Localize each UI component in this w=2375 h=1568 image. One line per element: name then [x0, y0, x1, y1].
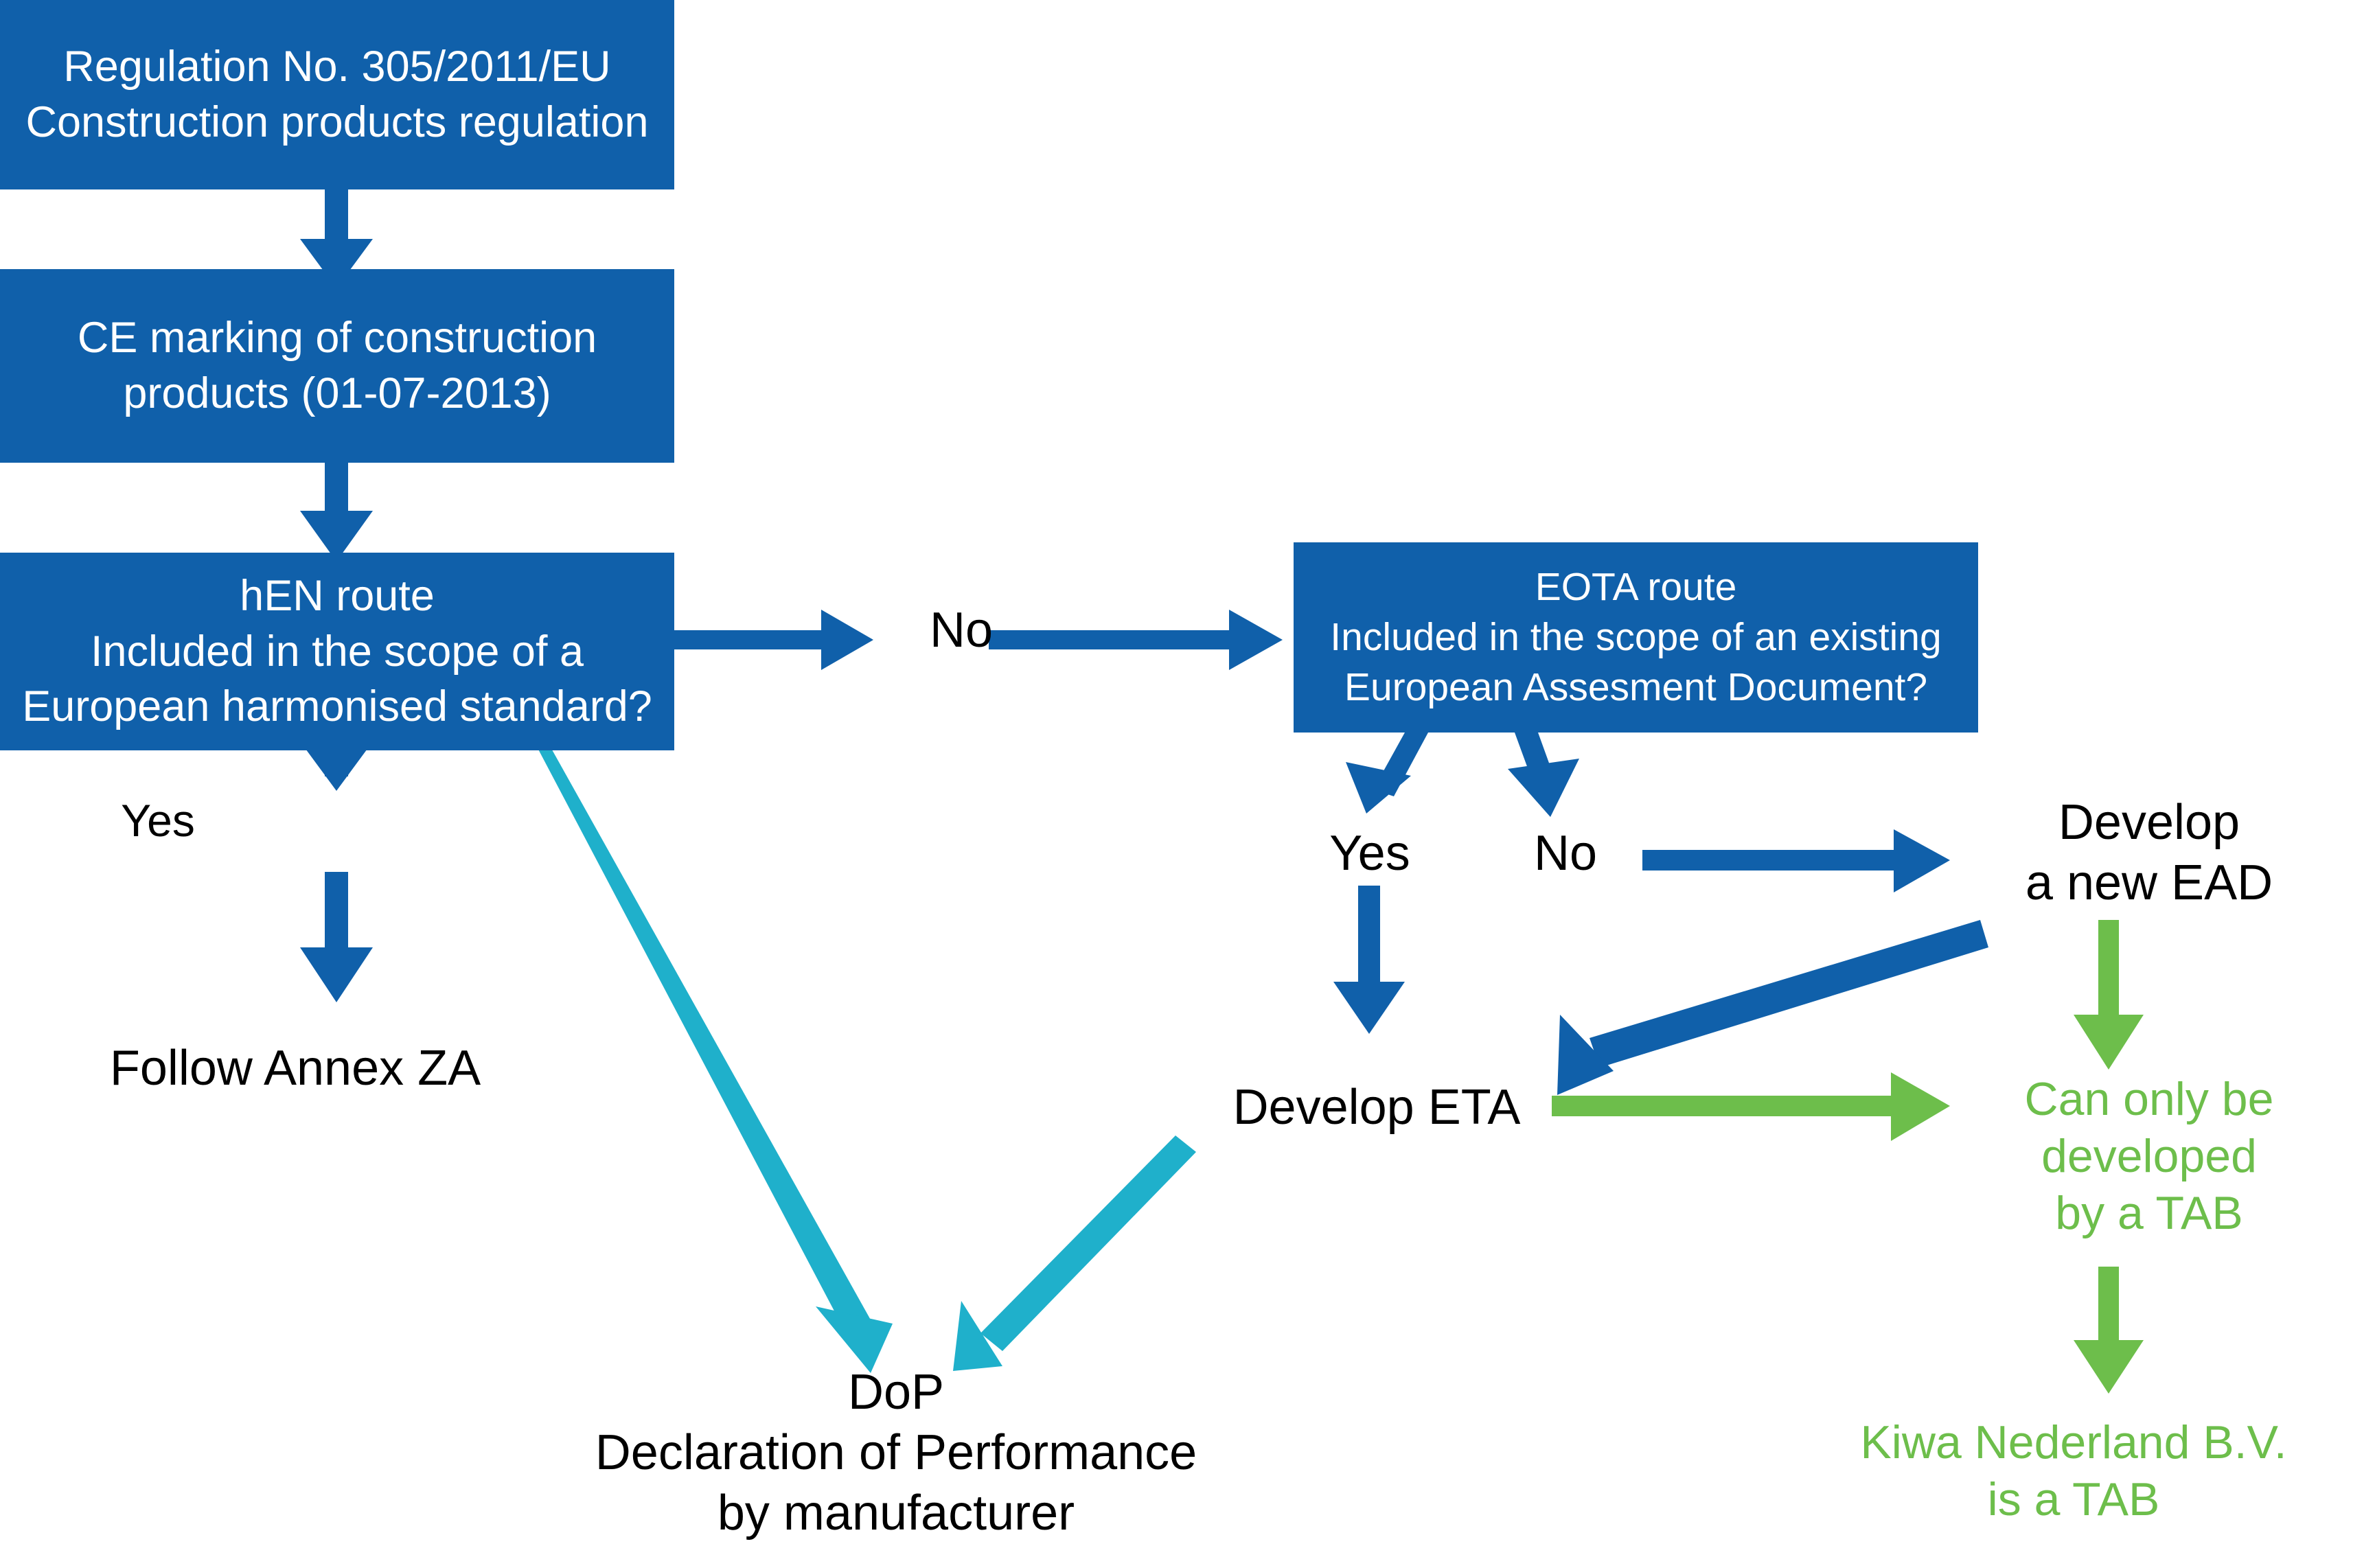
arrow-eota-route-to-no [1508, 733, 1579, 817]
label-dop-declaration-of-performance: DoP Declaration of Performance by manufa… [595, 1365, 1197, 1541]
label-develop-eta: Develop ETA [1232, 1080, 1521, 1135]
label-follow-annex-za: Follow Annex ZA [109, 1041, 481, 1096]
box-ce-marking[interactable]: CE marking of construction products (01-… [0, 269, 674, 463]
label-no-hen-route: No [929, 603, 994, 658]
arrow-ce-marking-to-hen-route [300, 463, 373, 562]
box-hen-route[interactable]: hEN route Included in the scope of a Eur… [0, 553, 674, 750]
label-can-only-be-developed-by-a-tab: Can only be developed by a TAB [2024, 1073, 2274, 1239]
box-regulation[interactable]: Regulation No. 305/2011/EU Construction … [0, 0, 674, 189]
arrow-develop-new-ead-to-develop-eta [1557, 920, 1988, 1095]
label-kiwa-nederland-is-a-tab: Kiwa Nederland B.V. is a TAB [1860, 1416, 2287, 1525]
arrow-yes-to-follow-annex-za [300, 872, 373, 1002]
label-no-eota-route: No [1533, 826, 1598, 881]
arrow-tab-to-kiwa [2074, 1267, 2144, 1394]
arrow-hen-route-to-dop [529, 731, 893, 1373]
label-develop-a-new-ead: Develop a new EAD [2025, 795, 2273, 910]
label-yes-hen-route: Yes [121, 795, 195, 846]
arrow-yes-eota-to-develop-eta [1333, 886, 1405, 1034]
arrow-develop-eta-to-dop [953, 1135, 1196, 1371]
arrow-no-eota-to-develop-new-ead [1642, 829, 1950, 892]
arrow-hen-route-to-no-label [674, 610, 873, 670]
box-eota-route[interactable]: EOTA route Included in the scope of an e… [1294, 542, 1978, 733]
arrow-develop-new-ead-to-tab [2074, 920, 2144, 1070]
label-yes-eota-route: Yes [1329, 826, 1410, 881]
arrow-develop-eta-to-tab [1552, 1072, 1950, 1141]
arrow-eota-route-to-yes [1346, 733, 1428, 814]
